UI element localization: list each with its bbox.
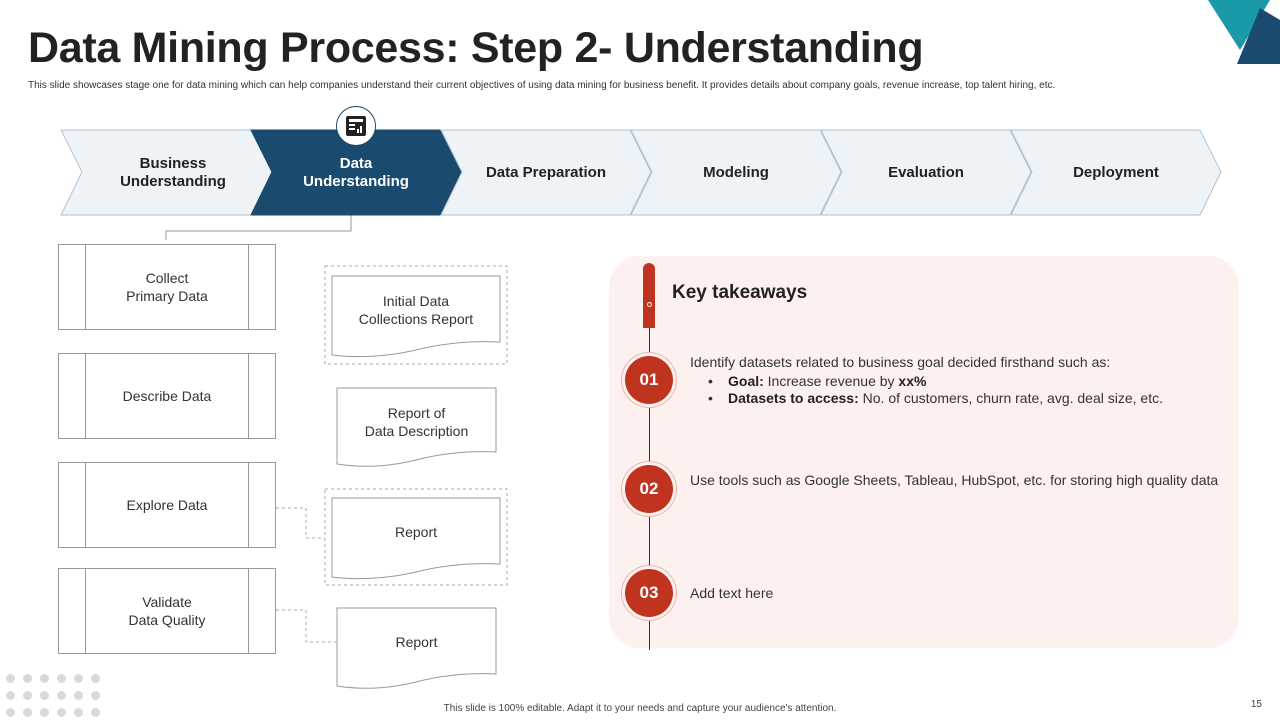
step-label-deployment: Deployment <box>1073 164 1159 181</box>
takeaway-number-01: 01 <box>625 356 673 404</box>
step-label-evaluation: Evaluation <box>888 164 964 181</box>
output-report-of-data-description: Report of Data Description <box>364 404 469 439</box>
footer-note: This slide is 100% editable. Adapt it to… <box>443 703 837 714</box>
chevron-data-preparation <box>440 129 652 216</box>
bookmark-tag-icon <box>643 263 655 328</box>
document-selection-frame <box>324 265 508 365</box>
task-label: Explore Data <box>126 496 208 513</box>
document-shape <box>331 275 501 358</box>
takeaway-text-01: Identify datasets related to business go… <box>690 354 1220 408</box>
process-chevrons <box>60 129 1222 240</box>
task-label: Validate Data Quality <box>128 593 206 628</box>
chevron-evaluation <box>820 129 1032 216</box>
chevron-data-understanding <box>250 129 462 216</box>
step-label-modeling: Modeling <box>703 164 769 181</box>
document-shape <box>336 387 497 467</box>
takeaway-text-03: Add text here <box>690 585 774 601</box>
output-validate-report: Report <box>395 633 438 650</box>
document-selection-frame <box>324 488 508 586</box>
document-shape <box>331 497 501 580</box>
bullet-text: Increase revenue by <box>767 372 899 389</box>
bullet-text: No. of customers, churn rate, avg. deal … <box>862 390 1163 406</box>
page-subtitle: This slide showcases stage one for data … <box>28 80 1056 91</box>
takeaway-lead: Identify datasets related to business go… <box>690 354 1111 370</box>
step-label-business-understanding: Business Understanding <box>120 155 226 190</box>
output-explore-report: Report <box>394 523 438 540</box>
takeaway-number-02: 02 <box>625 465 673 513</box>
output-initial-data-collections-report: Initial Data Collections Report <box>358 292 474 327</box>
decorative-dot-grid <box>6 674 100 717</box>
task-explore-data: Explore Data <box>58 462 276 548</box>
step-label-data-understanding: Data Understanding <box>303 155 409 190</box>
takeaway-text-02: Use tools such as Google Sheets, Tableau… <box>690 472 1219 488</box>
tag-hole <box>647 302 652 307</box>
corner-decoration <box>1208 0 1280 64</box>
key-takeaways-title: Key takeaways <box>672 282 808 303</box>
takeaway-bullets: Goal: Increase revenue by xx% Datasets t… <box>690 373 1220 408</box>
key-takeaways-panel <box>609 256 1239 648</box>
data-analytics-icon <box>336 106 376 146</box>
task-label: Describe Data <box>122 387 212 404</box>
document-shape <box>336 607 497 689</box>
takeaway-number-03: 03 <box>625 569 673 617</box>
chevron-deployment <box>1010 129 1222 216</box>
page-title: Data Mining Process: Step 2- Understandi… <box>28 24 924 72</box>
page-number: 15 <box>1250 699 1262 710</box>
task-collect-primary-data: Collect Primary Data <box>58 244 276 330</box>
takeaway-bullet-datasets: Datasets to access: No. of customers, ch… <box>690 390 1220 408</box>
step-label-data-preparation: Data Preparation <box>485 164 607 181</box>
chevron-modeling <box>630 129 842 216</box>
task-validate-data-quality: Validate Data Quality <box>58 568 276 654</box>
bullet-value: xx% <box>898 372 927 389</box>
bullet-label: Goal: <box>728 372 764 389</box>
task-describe-data: Describe Data <box>58 353 276 439</box>
bullet-label: Datasets to access: <box>728 390 859 406</box>
takeaway-bullet-goal: Goal: Increase revenue by xx% <box>690 373 1220 391</box>
task-label: Collect Primary Data <box>126 269 208 304</box>
